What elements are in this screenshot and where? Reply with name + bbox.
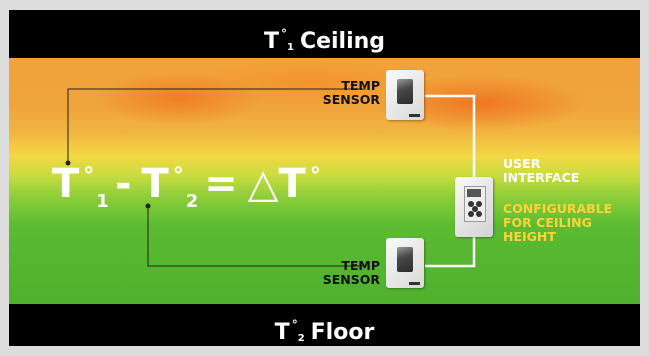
ceiling-band: T°1 Ceiling	[9, 10, 640, 58]
floor-degree: °	[291, 318, 298, 332]
eq-t1: T	[52, 161, 80, 207]
floor-band: T°2 Floor	[9, 304, 640, 346]
wire-top	[425, 94, 476, 180]
configurable-line2: FOR CEILING	[503, 215, 592, 230]
floor-sensor-leader	[147, 206, 366, 267]
ceiling-degree: °	[280, 27, 287, 41]
temp-sensor-top-line2: SENSOR	[322, 92, 380, 107]
temp-sensor-bottom-device-icon	[386, 238, 424, 288]
wire-bottom	[425, 234, 476, 268]
ceiling-sensor-leader	[67, 88, 366, 163]
temp-sensor-top-line1: TEMP	[341, 78, 380, 93]
temp-sensor-top-device-icon	[386, 70, 424, 120]
ceiling-subscript: 1	[286, 42, 294, 53]
ceiling-label: Ceiling	[299, 29, 386, 54]
eq-sub1: 1	[96, 191, 109, 212]
user-interface-label: USER INTERFACE	[503, 157, 579, 185]
user-interface-device-icon	[455, 177, 493, 237]
temp-sensor-bottom-label: TEMP SENSOR	[308, 259, 380, 287]
eq-delta: △	[247, 161, 279, 207]
configurable-note: CONFIGURABLE FOR CEILING HEIGHT	[503, 202, 612, 244]
ceiling-leader-dot	[65, 160, 71, 166]
eq-t3: T	[278, 161, 306, 207]
temp-sensor-bottom-line1: TEMP	[341, 258, 380, 273]
user-interface-line2: INTERFACE	[503, 170, 580, 185]
floor-t: T	[274, 320, 290, 345]
eq-equals: =	[204, 161, 238, 207]
eq-deg2: °	[172, 164, 184, 189]
configurable-line1: CONFIGURABLE	[503, 201, 613, 216]
user-interface-line1: USER	[503, 156, 541, 171]
eq-t2: T	[141, 161, 169, 207]
temp-sensor-bottom-line2: SENSOR	[322, 272, 380, 287]
delta-t-equation: T°1-T°2=△T°	[52, 155, 321, 224]
eq-deg1: °	[83, 164, 95, 189]
floor-label: Floor	[310, 320, 375, 345]
floor-leader-dot	[145, 203, 151, 209]
configurable-line3: HEIGHT	[503, 229, 556, 244]
heat-gradient	[9, 58, 640, 304]
eq-minus: -	[114, 161, 132, 207]
eq-deg3: °	[309, 164, 321, 189]
eq-sub2: 2	[185, 191, 199, 212]
ceiling-t: T	[263, 29, 279, 54]
temp-sensor-top-label: TEMP SENSOR	[308, 79, 380, 107]
floor-subscript: 2	[297, 333, 305, 344]
